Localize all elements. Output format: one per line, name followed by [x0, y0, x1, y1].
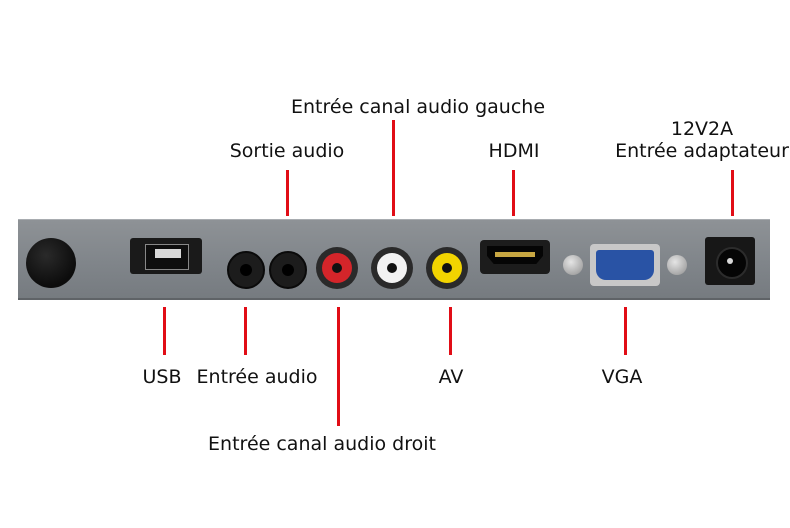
dc-power-jack-hole — [716, 247, 748, 279]
rca-av-video-hole — [442, 263, 452, 273]
pointer-power-adapter — [731, 170, 734, 216]
pointer-audio-out — [286, 170, 289, 216]
rca-left-audio-hole — [387, 263, 397, 273]
label-left-channel-in: Entrée canal audio gauche — [290, 96, 546, 118]
usb-port-tongue — [155, 249, 181, 258]
label-vga: VGA — [601, 366, 643, 388]
label-power-rating: 12V2A — [670, 118, 734, 140]
vga-screw-left — [563, 255, 583, 275]
vga-port — [596, 250, 654, 280]
round-button — [26, 238, 76, 288]
audio-in-jack-hole — [240, 264, 252, 276]
pointer-hdmi — [512, 170, 515, 216]
hdmi-port-pins — [495, 252, 535, 257]
label-hdmi: HDMI — [488, 140, 540, 162]
pointer-left-channel-in — [392, 120, 395, 216]
audio-out-jack-hole — [282, 264, 294, 276]
label-audio-out: Sortie audio — [229, 140, 345, 162]
dc-power-jack-pin — [727, 258, 733, 264]
pointer-right-channel-in — [337, 307, 340, 426]
vga-screw-right — [667, 255, 687, 275]
rca-right-audio-hole — [332, 263, 342, 273]
pointer-usb — [163, 307, 166, 355]
pointer-av — [449, 307, 452, 355]
label-usb: USB — [142, 366, 182, 388]
label-audio-in: Entrée audio — [196, 366, 318, 388]
pointer-audio-in — [244, 307, 247, 355]
label-power-adapter-in: Entrée adaptateur — [615, 140, 789, 162]
pointer-vga — [624, 307, 627, 355]
label-av: AV — [438, 366, 464, 388]
label-right-channel-in: Entrée canal audio droit — [208, 433, 436, 455]
